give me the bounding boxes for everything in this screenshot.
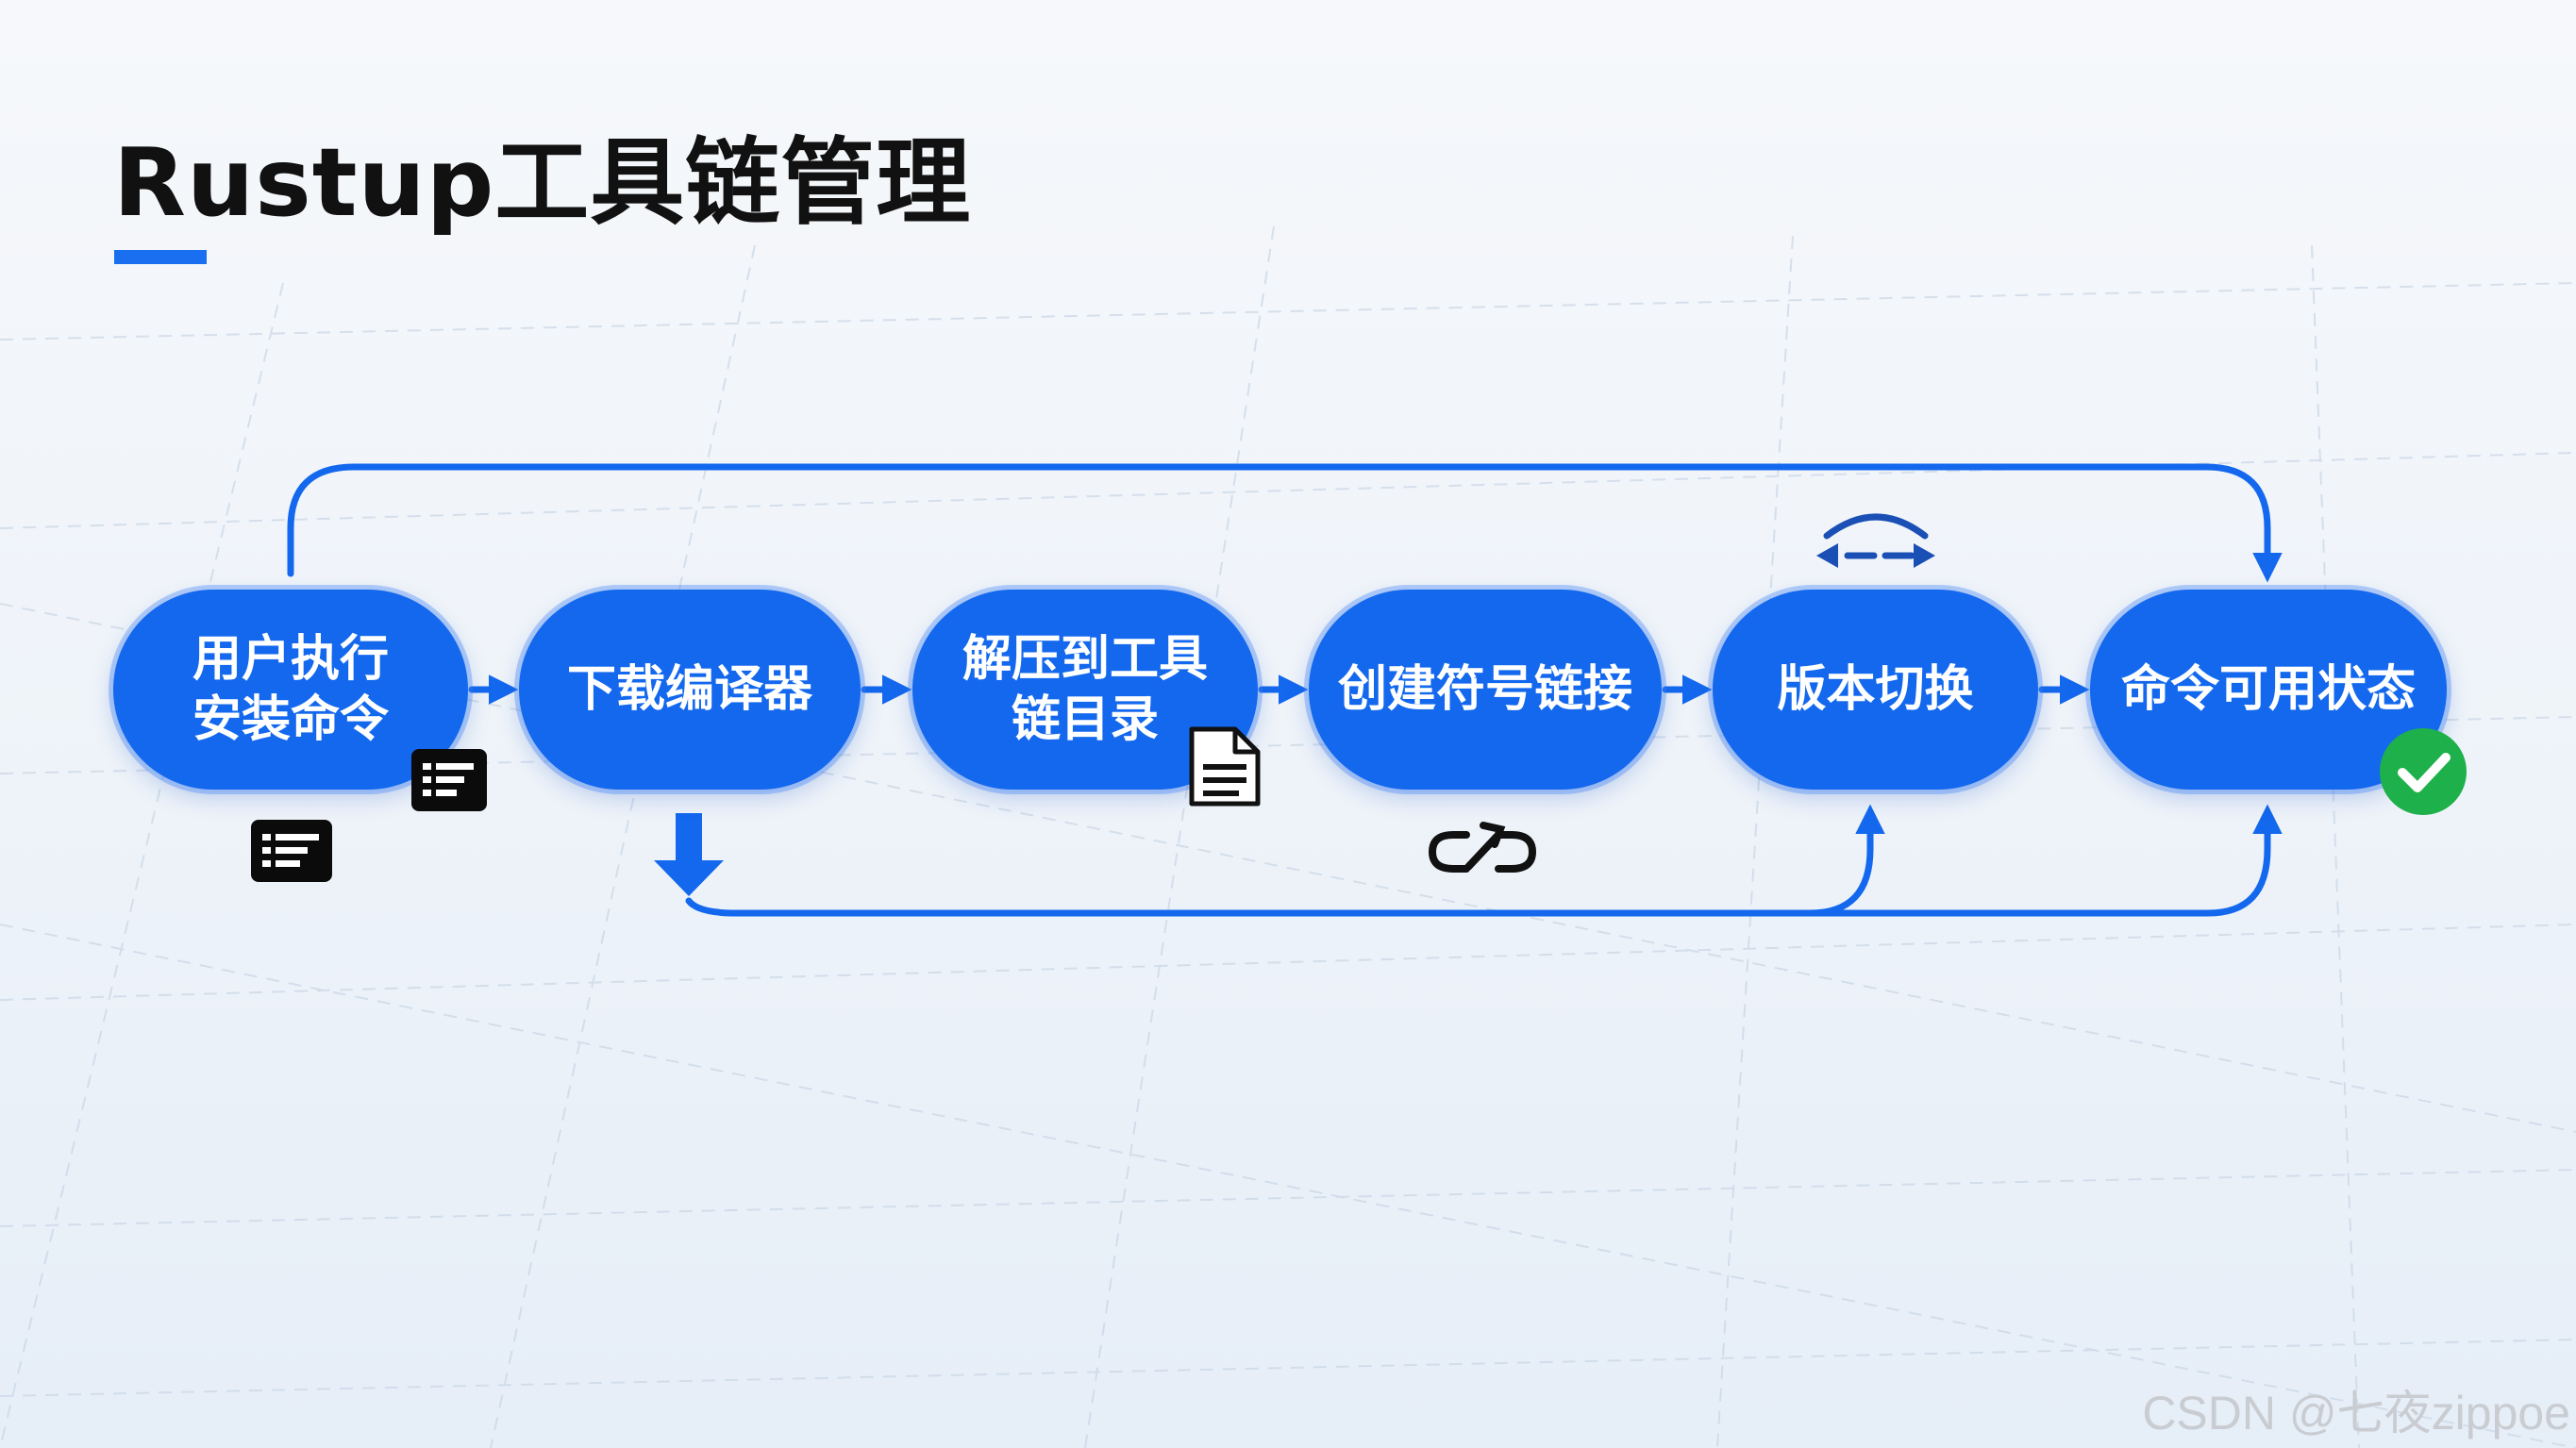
document-icon xyxy=(1189,726,1261,807)
swap-arrowheads xyxy=(1816,543,1935,568)
step-download-compiler: 下载编译器 xyxy=(519,590,861,790)
step-user-install-command: 用户执行 安装命令 xyxy=(113,590,468,790)
link-icon xyxy=(1428,822,1537,873)
title-accent-bar xyxy=(114,250,207,264)
step-version-switch: 版本切换 xyxy=(1713,590,2038,790)
check-circle-icon xyxy=(2380,728,2467,815)
download-arrow-icon xyxy=(654,813,724,896)
loop-connector-top xyxy=(287,463,2283,583)
watermark: CSDN @七夜zippoe xyxy=(2142,1387,2570,1440)
step-extract-toolchain: 解压到工具 链目录 xyxy=(912,590,1258,790)
loop-connector-bottom-to-n5 xyxy=(685,804,1885,917)
loop-connector-bottom-to-n6 xyxy=(1789,804,2283,917)
terminal-icon xyxy=(251,820,332,882)
terminal-icon xyxy=(411,749,487,811)
step-create-symlink: 创建符号链接 xyxy=(1309,590,1662,790)
swap-arrows-icon xyxy=(1823,513,1929,559)
page-title: Rustup工具链管理 xyxy=(113,127,972,238)
